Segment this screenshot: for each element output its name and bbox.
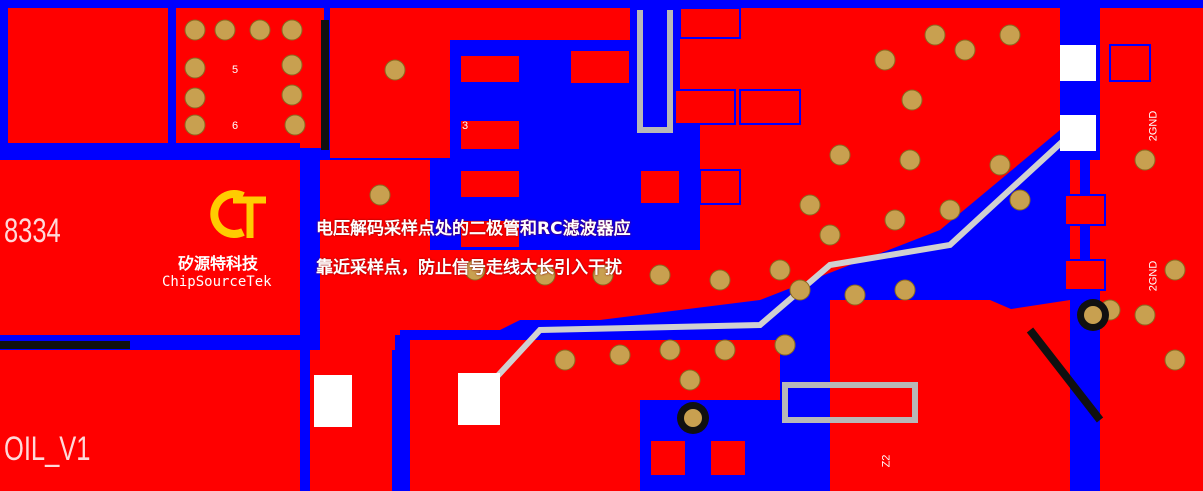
via [789, 279, 811, 301]
via [184, 57, 206, 79]
silk-label: Z2 [880, 454, 893, 468]
silk-label: 2GND [1147, 110, 1160, 142]
via [184, 87, 206, 109]
via [609, 344, 631, 366]
via [799, 194, 821, 216]
via [954, 39, 976, 61]
via [1134, 149, 1156, 171]
company-logo: 矽源特科技 ChipSourceTek [160, 188, 310, 298]
silk-label: 5 [232, 64, 239, 76]
via [1164, 259, 1186, 281]
ref-designator-bottom: OIL_V1 [4, 430, 91, 468]
via [829, 144, 851, 166]
via [939, 199, 961, 221]
via [1164, 349, 1186, 371]
ref-designator-top: 8334 [4, 212, 61, 250]
logo-subtitle: ChipSourceTek [162, 274, 272, 290]
via [281, 54, 303, 76]
vias [184, 19, 1186, 391]
via [1134, 304, 1156, 326]
white-pads [314, 45, 1096, 427]
via [894, 279, 916, 301]
via [464, 259, 486, 281]
via [214, 19, 236, 41]
via [714, 339, 736, 361]
via [281, 19, 303, 41]
via [592, 264, 614, 286]
via [924, 24, 946, 46]
via [874, 49, 896, 71]
via [554, 349, 576, 371]
logo-mark-icon [210, 190, 266, 238]
via [679, 369, 701, 391]
via [769, 259, 791, 281]
annotation-line-2: 靠近采样点，防止信号走线太长引入干扰 [316, 258, 622, 278]
dark-traces [0, 20, 1104, 423]
silk-label: 6 [232, 120, 239, 132]
via [819, 224, 841, 246]
via [999, 24, 1021, 46]
via [534, 264, 556, 286]
via [281, 84, 303, 106]
via [709, 269, 731, 291]
via [249, 19, 271, 41]
via [284, 114, 306, 136]
via [884, 209, 906, 231]
via [899, 149, 921, 171]
via [1009, 189, 1031, 211]
via [384, 59, 406, 81]
logo-name: 矽源特科技 [178, 254, 259, 273]
silk-label: 2GND [1147, 260, 1160, 292]
via [184, 114, 206, 136]
silk-label: 3 [462, 120, 469, 132]
via [844, 284, 866, 306]
via [901, 89, 923, 111]
silkscreen-outline [637, 10, 918, 423]
via [774, 334, 796, 356]
via [369, 184, 391, 206]
via [649, 264, 671, 286]
via [989, 154, 1011, 176]
via [184, 19, 206, 41]
via [659, 339, 681, 361]
component-pads [459, 7, 1151, 477]
top-copper-pours [0, 8, 1203, 491]
annotation-line-1: 电压解码采样点处的二极管和RC滤波器应 [316, 219, 631, 239]
